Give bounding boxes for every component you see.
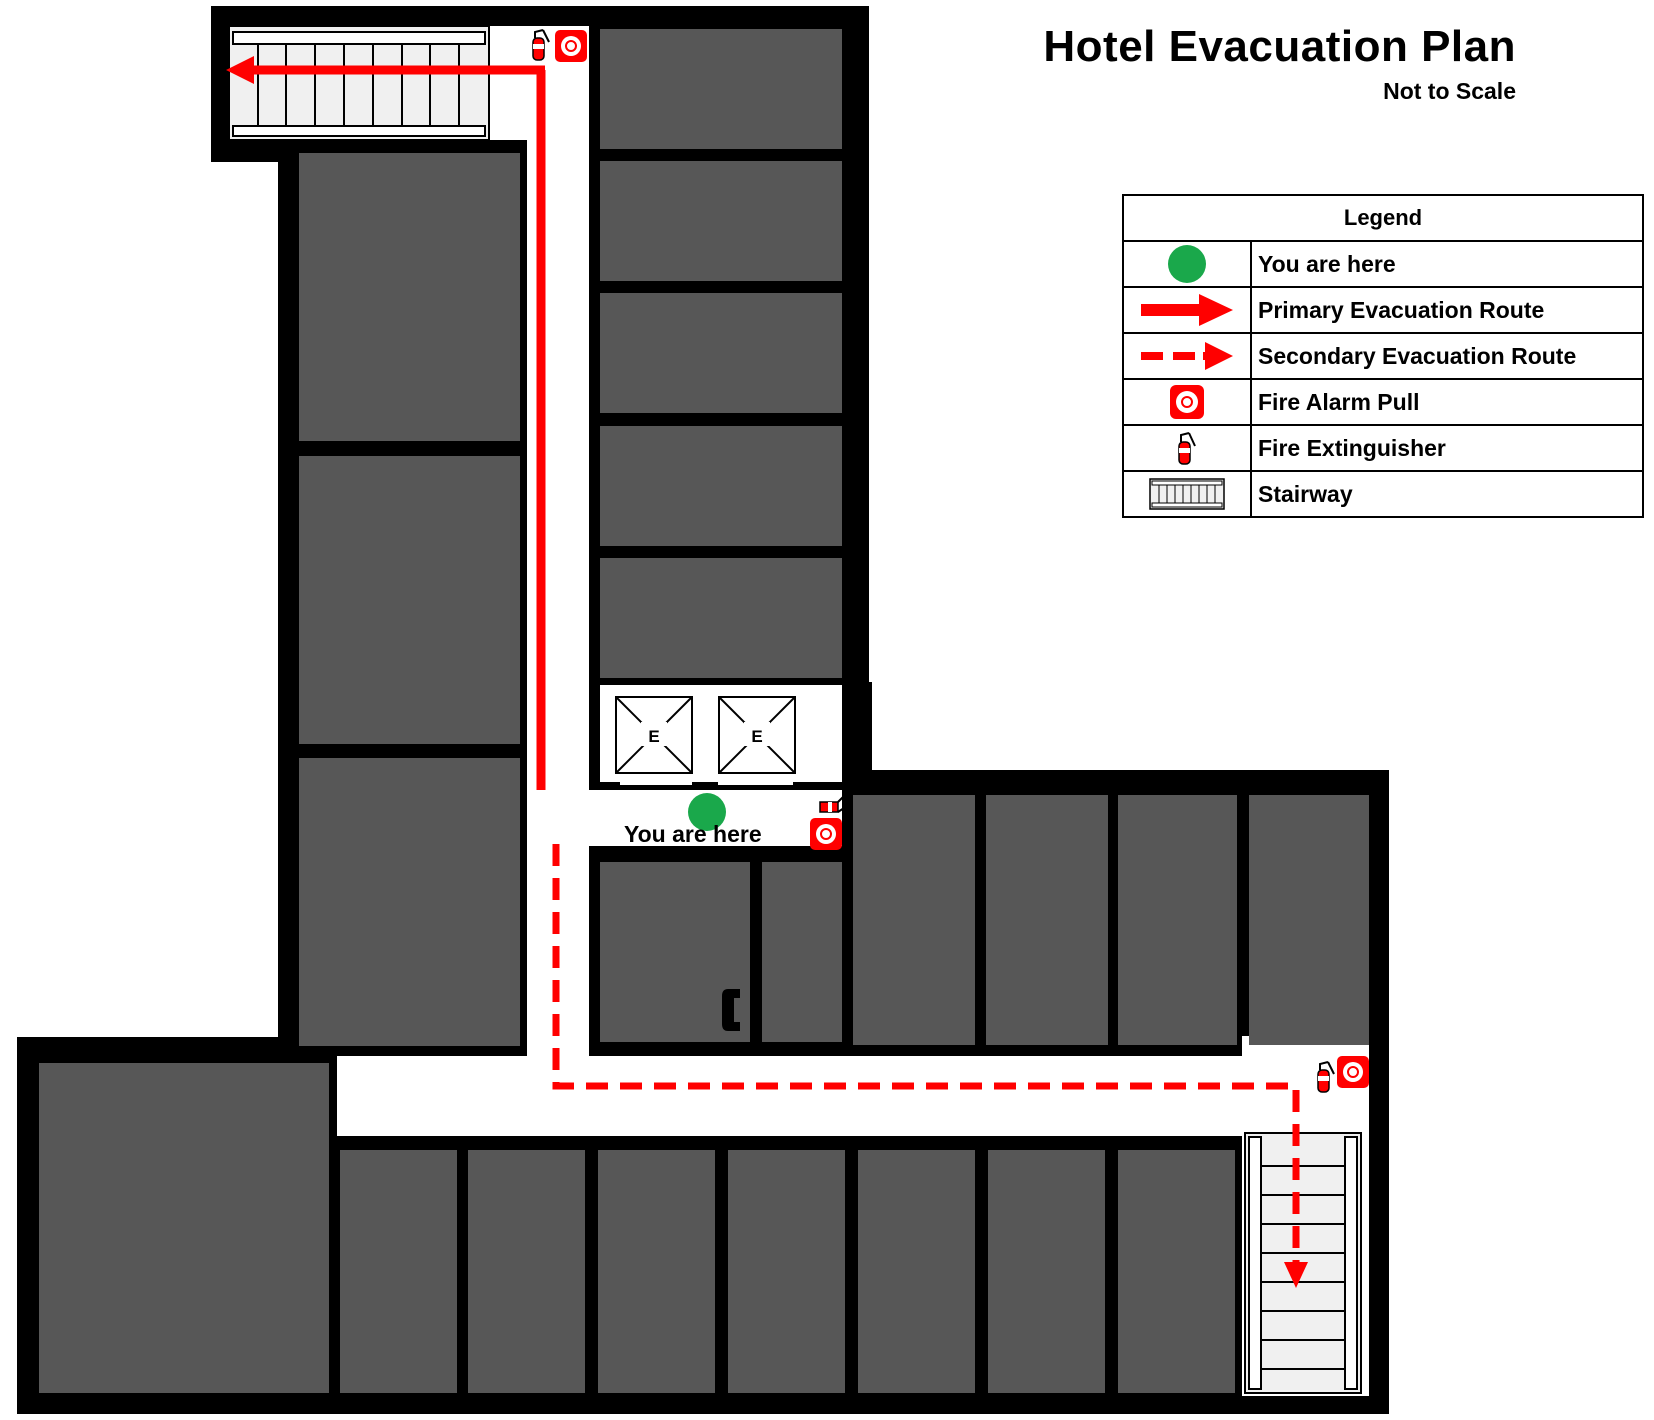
fire-alarm-pull-icon (555, 30, 587, 62)
legend-label: Stairway (1258, 480, 1353, 507)
room (988, 1150, 1105, 1393)
room (39, 1063, 329, 1393)
legend-row: You are here (1124, 242, 1642, 288)
elevator-label: E (751, 727, 762, 746)
room (598, 1150, 715, 1393)
fire-extinguisher-icon (819, 795, 845, 813)
phone-icon (722, 989, 740, 1031)
legend-row: Fire Extinguisher (1124, 426, 1642, 472)
room (853, 795, 975, 1045)
solid-red-arrow-icon (1124, 288, 1252, 332)
legend-row: Secondary Evacuation Route (1124, 334, 1642, 380)
stairway-top (228, 25, 490, 141)
room (299, 456, 520, 744)
legend: Legend You are here Primary Evacuation R… (1122, 194, 1644, 518)
room (1118, 795, 1237, 1045)
fire-extinguisher-icon (1124, 426, 1252, 470)
elevator-label: E (648, 727, 659, 746)
room (762, 862, 842, 1042)
legend-row: Fire Alarm Pull (1124, 380, 1642, 426)
page-title: Hotel Evacuation Plan (1043, 22, 1516, 71)
room (986, 795, 1108, 1045)
secondary-evacuation-route (552, 844, 1308, 1288)
room (340, 1150, 457, 1393)
you-are-here-dot-icon (1124, 242, 1252, 286)
elevators: E E (596, 682, 872, 790)
legend-label: Fire Extinguisher (1258, 434, 1446, 461)
legend-heading: Legend (1124, 196, 1642, 242)
legend-label: Fire Alarm Pull (1258, 388, 1420, 415)
you-are-here-dot (688, 793, 726, 831)
room (299, 153, 520, 441)
page-subtitle: Not to Scale (1383, 78, 1516, 104)
elevator-car-2: E (718, 696, 796, 774)
room (600, 558, 842, 678)
fire-alarm-pull-icon (810, 818, 842, 850)
room (1118, 1150, 1235, 1393)
room (728, 1150, 845, 1393)
stairway-bottom (1244, 1132, 1362, 1394)
legend-label: Primary Evacuation Route (1258, 296, 1545, 323)
room (600, 426, 842, 546)
rooms (39, 29, 1369, 1393)
fire-extinguisher-icon (532, 29, 550, 61)
elevator-car-1: E (615, 696, 693, 774)
stairway-icon (1124, 472, 1252, 516)
room (858, 1150, 975, 1393)
legend-label: You are here (1258, 250, 1396, 277)
room (600, 293, 842, 413)
legend-row: Stairway (1124, 472, 1642, 516)
room (299, 758, 520, 1046)
legend-label: Secondary Evacuation Route (1258, 342, 1577, 369)
you-are-here-label: You are here (624, 821, 762, 847)
fire-extinguisher-icon (1317, 1061, 1335, 1093)
fire-alarm-pull-icon (1124, 380, 1252, 424)
room (600, 161, 842, 281)
fire-alarm-pull-icon (1337, 1056, 1369, 1088)
primary-evacuation-route (226, 56, 546, 790)
room (1249, 795, 1369, 1045)
dashed-red-arrow-icon (1124, 334, 1252, 378)
legend-row: Primary Evacuation Route (1124, 288, 1642, 334)
room (600, 29, 842, 149)
room (468, 1150, 585, 1393)
